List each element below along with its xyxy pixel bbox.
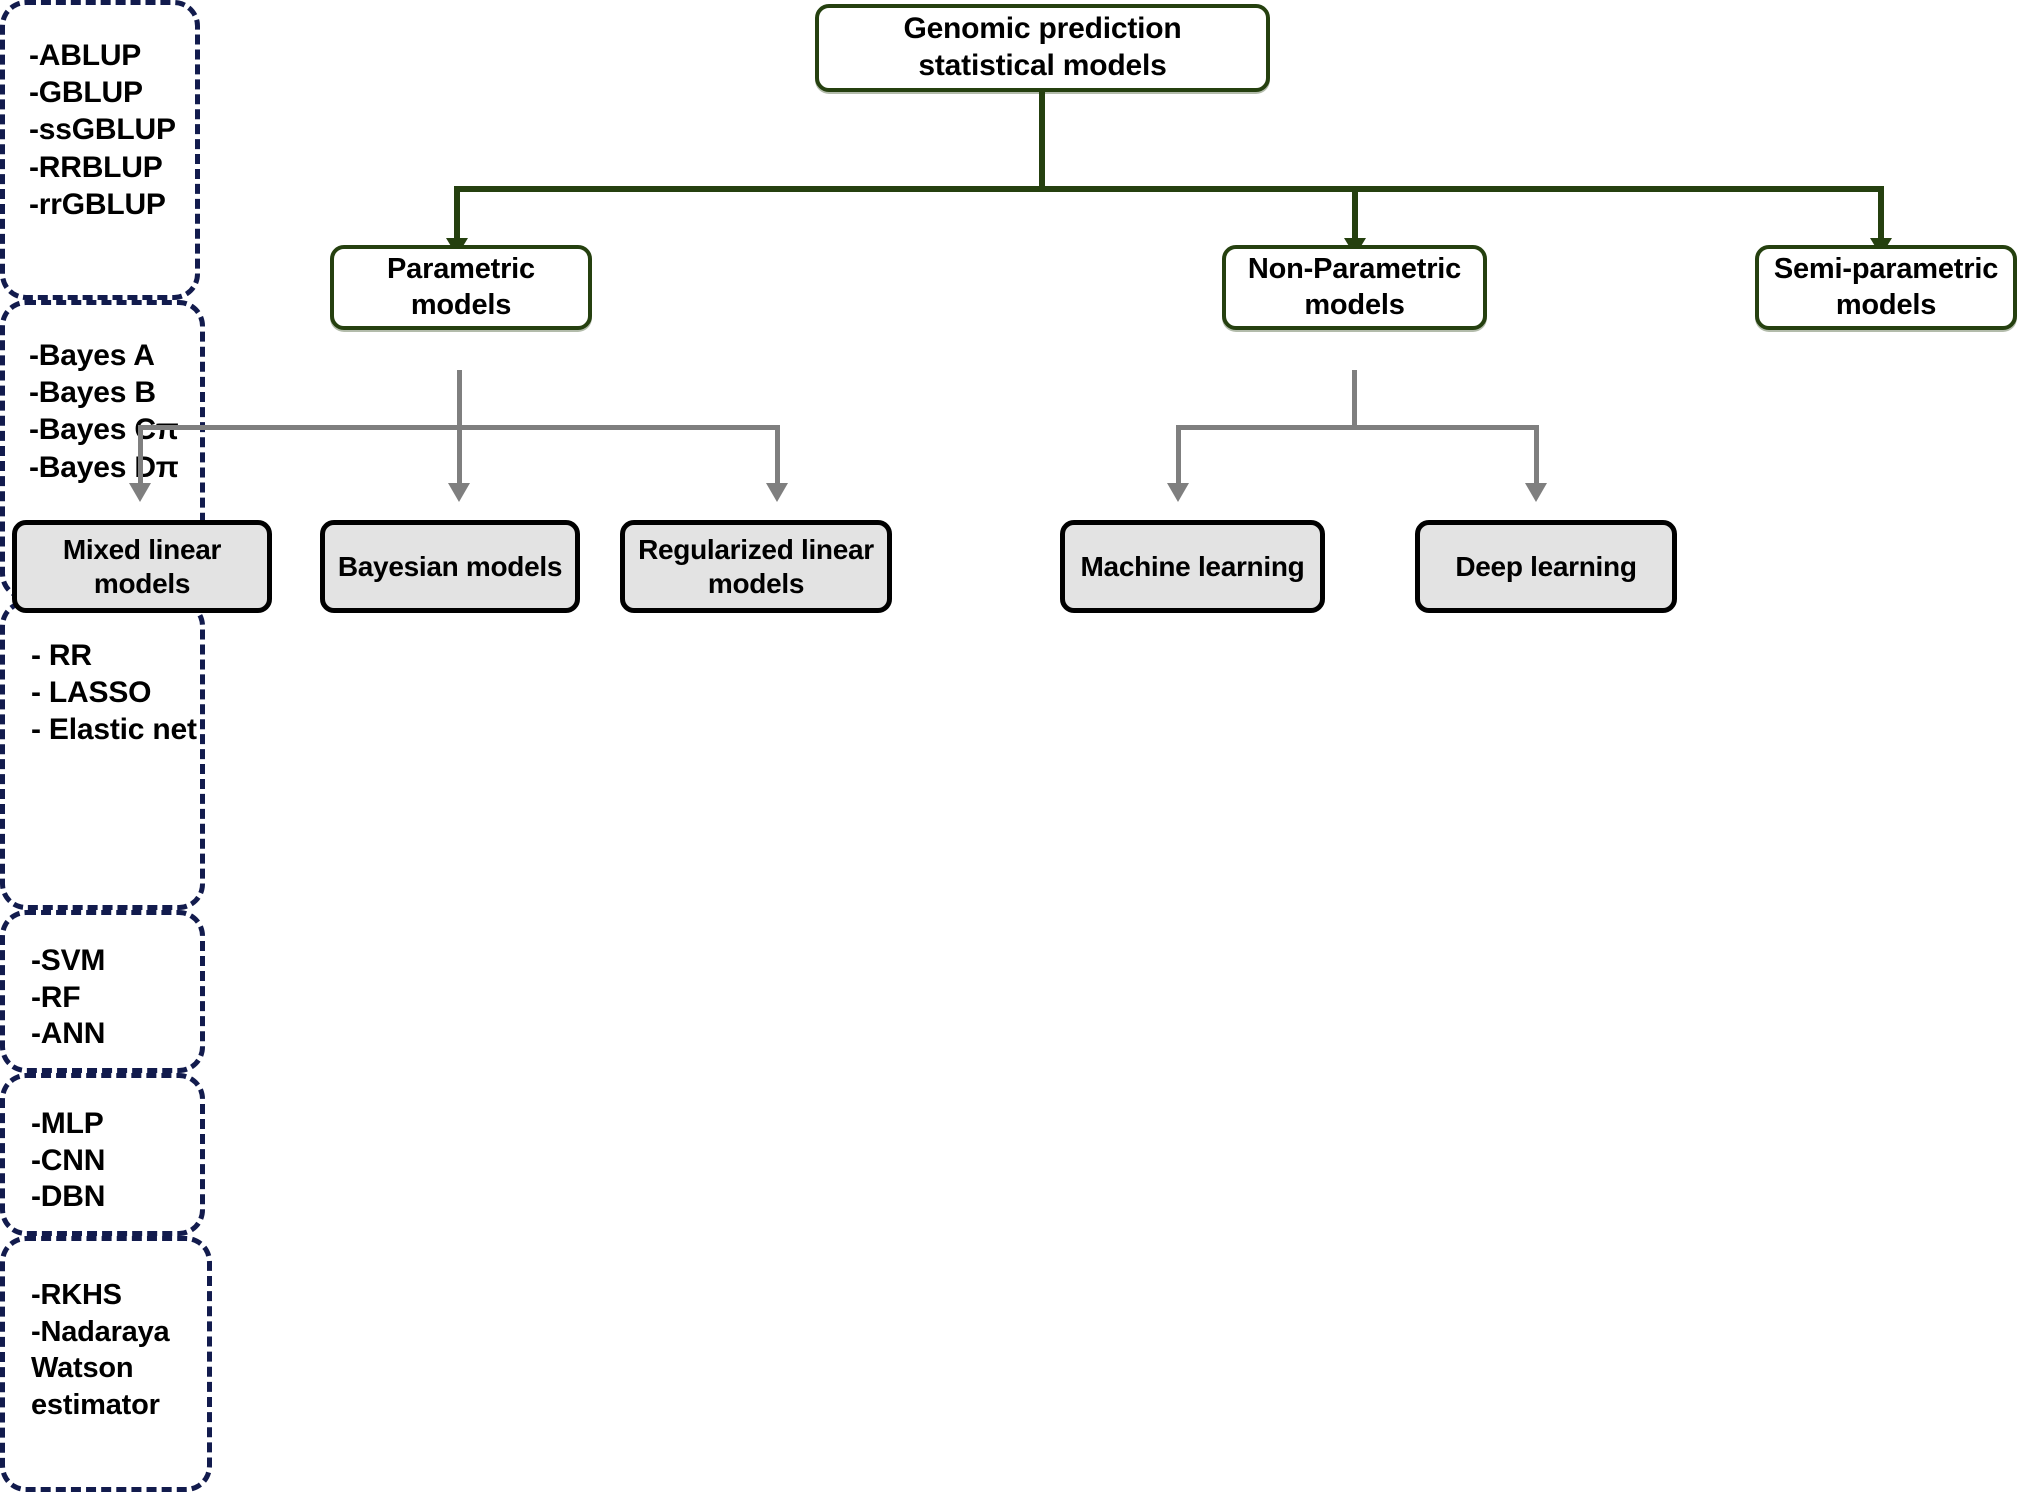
arrow-grey-bayesian	[448, 483, 470, 502]
list-item: - Elastic net	[31, 713, 197, 747]
arrow-grey-regularized	[766, 483, 788, 502]
node-root-label: Genomic prediction statistical models	[903, 12, 1182, 82]
node-non-parametric-models-label: Non-Parametric models	[1247, 253, 1462, 321]
node-bayesian-models[interactable]: Bayesian models	[320, 520, 580, 613]
leaf-deep-learning-list[interactable]: -MLP -CNN -DBN	[0, 1073, 205, 1236]
leaf-machine-learning-list[interactable]: -SVM -RF -ANN	[0, 910, 205, 1073]
list-item: -SVM	[31, 944, 106, 977]
node-root-genomic-prediction[interactable]: Genomic prediction statistical models	[815, 4, 1270, 92]
list-item: -Nadaraya	[31, 1315, 170, 1348]
list-item: -ABLUP	[29, 39, 142, 72]
leaf-mixed-linear-models-list[interactable]: -ABLUP -GBLUP -ssGBLUP -RRBLUP -rrGBLUP	[0, 0, 200, 300]
leaf-semi-parametric-list[interactable]: -RKHS -Nadaraya Watson estimator	[0, 1236, 212, 1492]
list-item: -DBN	[31, 1180, 106, 1214]
list-item: -RF	[31, 980, 81, 1014]
node-regularized-linear-models[interactable]: Regularized linear models	[620, 520, 892, 613]
node-non-parametric-models[interactable]: Non-Parametric models	[1222, 245, 1487, 330]
connector-green-drop-parametric	[454, 186, 460, 240]
connector-root-bar	[454, 186, 1884, 192]
connector-grey-drop-mixed-linear	[138, 425, 143, 485]
leaf-regularized-linear-models-list[interactable]: - RR - LASSO - Elastic net	[0, 600, 205, 910]
node-machine-learning-label: Machine learning	[1080, 550, 1305, 582]
node-regularized-linear-models-label: Regularized linear models	[638, 533, 874, 599]
node-deep-learning[interactable]: Deep learning	[1415, 520, 1677, 613]
list-item: -ssGBLUP	[29, 113, 176, 147]
connector-green-drop-semiparametric	[1878, 186, 1884, 240]
connector-green-drop-nonparametric	[1352, 186, 1358, 240]
list-item: -rrGBLUP	[29, 187, 166, 221]
node-parametric-models-label: Parametric models	[387, 253, 535, 321]
connector-root-stem	[1039, 90, 1045, 189]
connector-grey-parametric-bar	[138, 425, 780, 430]
connector-grey-nonparametric-bar	[1176, 425, 1539, 430]
list-item: -Bayes Dπ	[29, 450, 179, 484]
list-item: - LASSO	[31, 676, 152, 710]
node-bayesian-models-label: Bayesian models	[337, 550, 563, 582]
node-semi-parametric-models[interactable]: Semi-parametric models	[1755, 245, 2017, 330]
list-item: -ANN	[31, 1017, 106, 1051]
node-machine-learning[interactable]: Machine learning	[1060, 520, 1325, 613]
list-item: Watson	[31, 1352, 134, 1385]
node-mixed-linear-models-label: Mixed linear models	[62, 533, 222, 599]
connector-grey-nonparametric-stem	[1352, 370, 1357, 428]
connector-grey-drop-deep-learning	[1534, 425, 1539, 485]
list-item: - RR	[31, 639, 92, 672]
list-item: -RRBLUP	[29, 150, 163, 184]
connector-grey-drop-machine-learning	[1176, 425, 1181, 485]
list-item: -GBLUP	[29, 76, 143, 110]
node-deep-learning-label: Deep learning	[1455, 550, 1637, 582]
node-parametric-models[interactable]: Parametric models	[330, 245, 592, 330]
arrow-grey-machine-learning	[1167, 483, 1189, 502]
node-mixed-linear-models[interactable]: Mixed linear models	[12, 520, 272, 613]
list-item: -RKHS	[31, 1279, 122, 1311]
list-item: -CNN	[31, 1143, 106, 1177]
list-item: -Bayes A	[29, 339, 155, 372]
list-item: -Bayes B	[29, 376, 156, 410]
list-item: -MLP	[31, 1107, 104, 1140]
arrow-grey-mixed-linear	[129, 483, 151, 502]
connector-grey-drop-regularized	[775, 425, 780, 485]
arrow-grey-deep-learning	[1525, 483, 1547, 502]
list-item: estimator	[31, 1388, 160, 1421]
node-semi-parametric-models-label: Semi-parametric models	[1773, 253, 1999, 321]
